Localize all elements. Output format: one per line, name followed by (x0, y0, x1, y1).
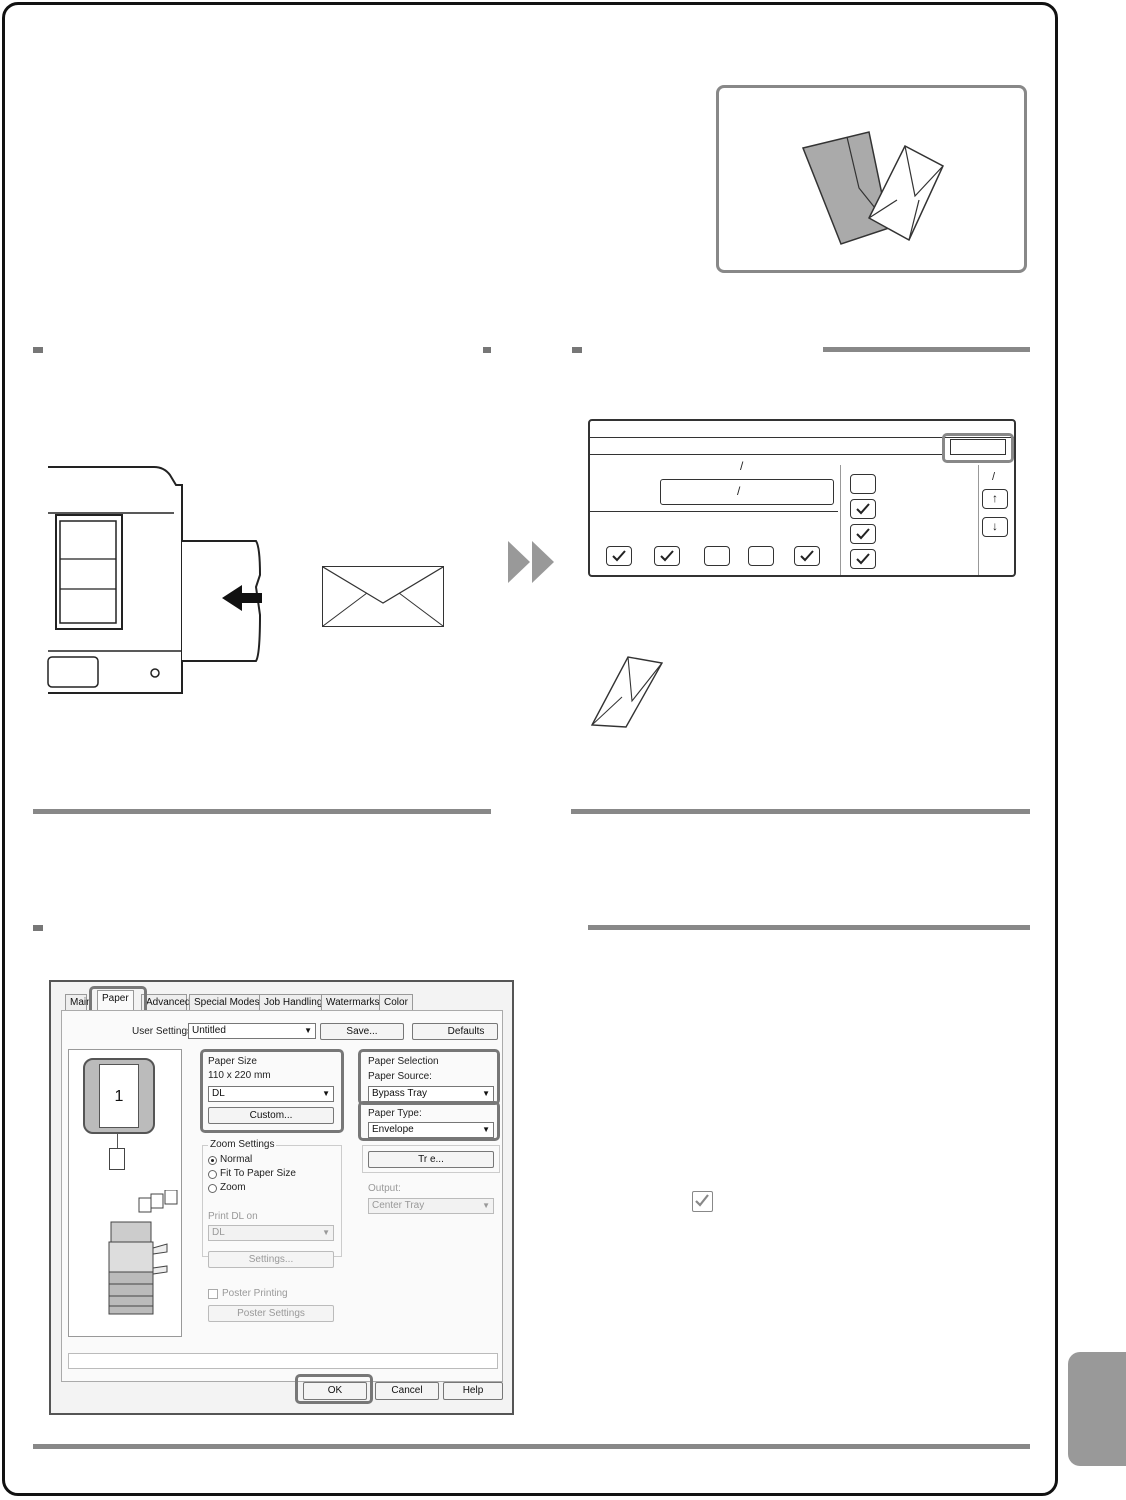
save-settings-button[interactable]: Save... (320, 1023, 404, 1040)
panel-checkbox[interactable] (850, 549, 876, 569)
touch-panel-tray-settings: / / / ↑ ↓ (588, 419, 1016, 577)
paper-size-key[interactable]: / (660, 479, 834, 505)
envelope-orientation-icon (588, 655, 666, 729)
tab-watermarks[interactable]: Watermarks (321, 994, 385, 1010)
envelopes-icon (801, 131, 944, 245)
panel-checkbox[interactable] (850, 499, 876, 519)
ok-key-highlight (942, 433, 1014, 463)
section-rule (571, 809, 1030, 814)
zoom-zoom-radio[interactable] (208, 1184, 217, 1193)
scroll-up-button[interactable]: ↑ (982, 489, 1008, 509)
section-rule (588, 925, 1030, 930)
panel-checkbox[interactable] (850, 524, 876, 544)
tray-status-button[interactable]: Tr e... (368, 1151, 494, 1168)
print-on-select[interactable]: DL▼ (208, 1225, 334, 1241)
section-rule (823, 347, 1030, 352)
collate-icon (137, 1189, 181, 1216)
defaults-button[interactable]: Defaults (412, 1023, 498, 1040)
scroll-down-button[interactable]: ↓ (982, 517, 1008, 537)
custom-size-button[interactable]: Custom... (208, 1107, 334, 1124)
page-frame (2, 2, 1058, 1496)
ok-key[interactable] (950, 439, 1006, 455)
paper-type-select[interactable]: Envelope▼ (368, 1122, 494, 1138)
preview-page-number: 1 (99, 1064, 139, 1128)
poster-printing-checkbox[interactable] (208, 1289, 218, 1299)
section-marker (33, 925, 43, 931)
help-button[interactable]: Help (443, 1382, 503, 1400)
tab-color[interactable]: Color (379, 994, 413, 1010)
section-marker (33, 347, 43, 353)
printer-machine-icon (105, 1220, 171, 1318)
next-step-arrow-icon (508, 541, 556, 583)
panel-checkbox[interactable] (850, 474, 876, 494)
output-select[interactable]: Center Tray▼ (368, 1198, 494, 1214)
printer-driver-dialog: Main Paper Advanced Special Modes Job Ha… (49, 980, 514, 1415)
panel-checkbox[interactable] (748, 546, 774, 566)
zoom-normal-radio[interactable] (208, 1156, 217, 1165)
checked-checkbox-icon (692, 1191, 713, 1212)
zoom-fit-radio[interactable] (208, 1170, 217, 1179)
section-rule (33, 809, 491, 814)
panel-checkbox[interactable] (654, 546, 680, 566)
tab-main[interactable]: Main (65, 994, 92, 1010)
user-settings-select[interactable]: Untitled▼ (188, 1023, 316, 1039)
machine-bypass-tray-illustration (46, 465, 300, 695)
tab-job-handling[interactable]: Job Handling (259, 994, 328, 1010)
ok-button[interactable]: OK (303, 1382, 367, 1400)
envelope-insert-icon (322, 566, 444, 627)
paper-size-highlight (200, 1049, 344, 1133)
cancel-button[interactable]: Cancel (375, 1382, 439, 1400)
section-marker (572, 347, 582, 353)
panel-checkbox[interactable] (606, 546, 632, 566)
paper-source-highlight (358, 1049, 500, 1105)
panel-checkbox[interactable] (704, 546, 730, 566)
tab-advanced[interactable]: Advanced (141, 994, 190, 1010)
section-side-tab (1068, 1352, 1126, 1466)
zoom-settings-button[interactable]: Settings... (208, 1251, 334, 1268)
envelope-illustration-box (716, 85, 1027, 273)
poster-settings-button[interactable]: Poster Settings (208, 1305, 334, 1322)
tab-special-modes[interactable]: Special Modes (189, 994, 265, 1010)
panel-checkbox[interactable] (794, 546, 820, 566)
machine-icon (47, 466, 300, 694)
ok-button-highlight (295, 1374, 373, 1404)
document-icon (109, 1148, 125, 1170)
paper-tab-content: User Settings: Untitled▼ Save... Default… (61, 1010, 503, 1382)
paper-preview: 1 (83, 1058, 155, 1134)
paper-size-select[interactable]: DL▼ (208, 1086, 334, 1102)
status-strip (68, 1353, 498, 1369)
preview-pane: 1 (68, 1049, 182, 1337)
bottom-rule (33, 1444, 1030, 1449)
paper-type-highlight (358, 1101, 500, 1141)
section-marker (483, 347, 491, 353)
tab-paper[interactable]: Paper (97, 990, 134, 1010)
